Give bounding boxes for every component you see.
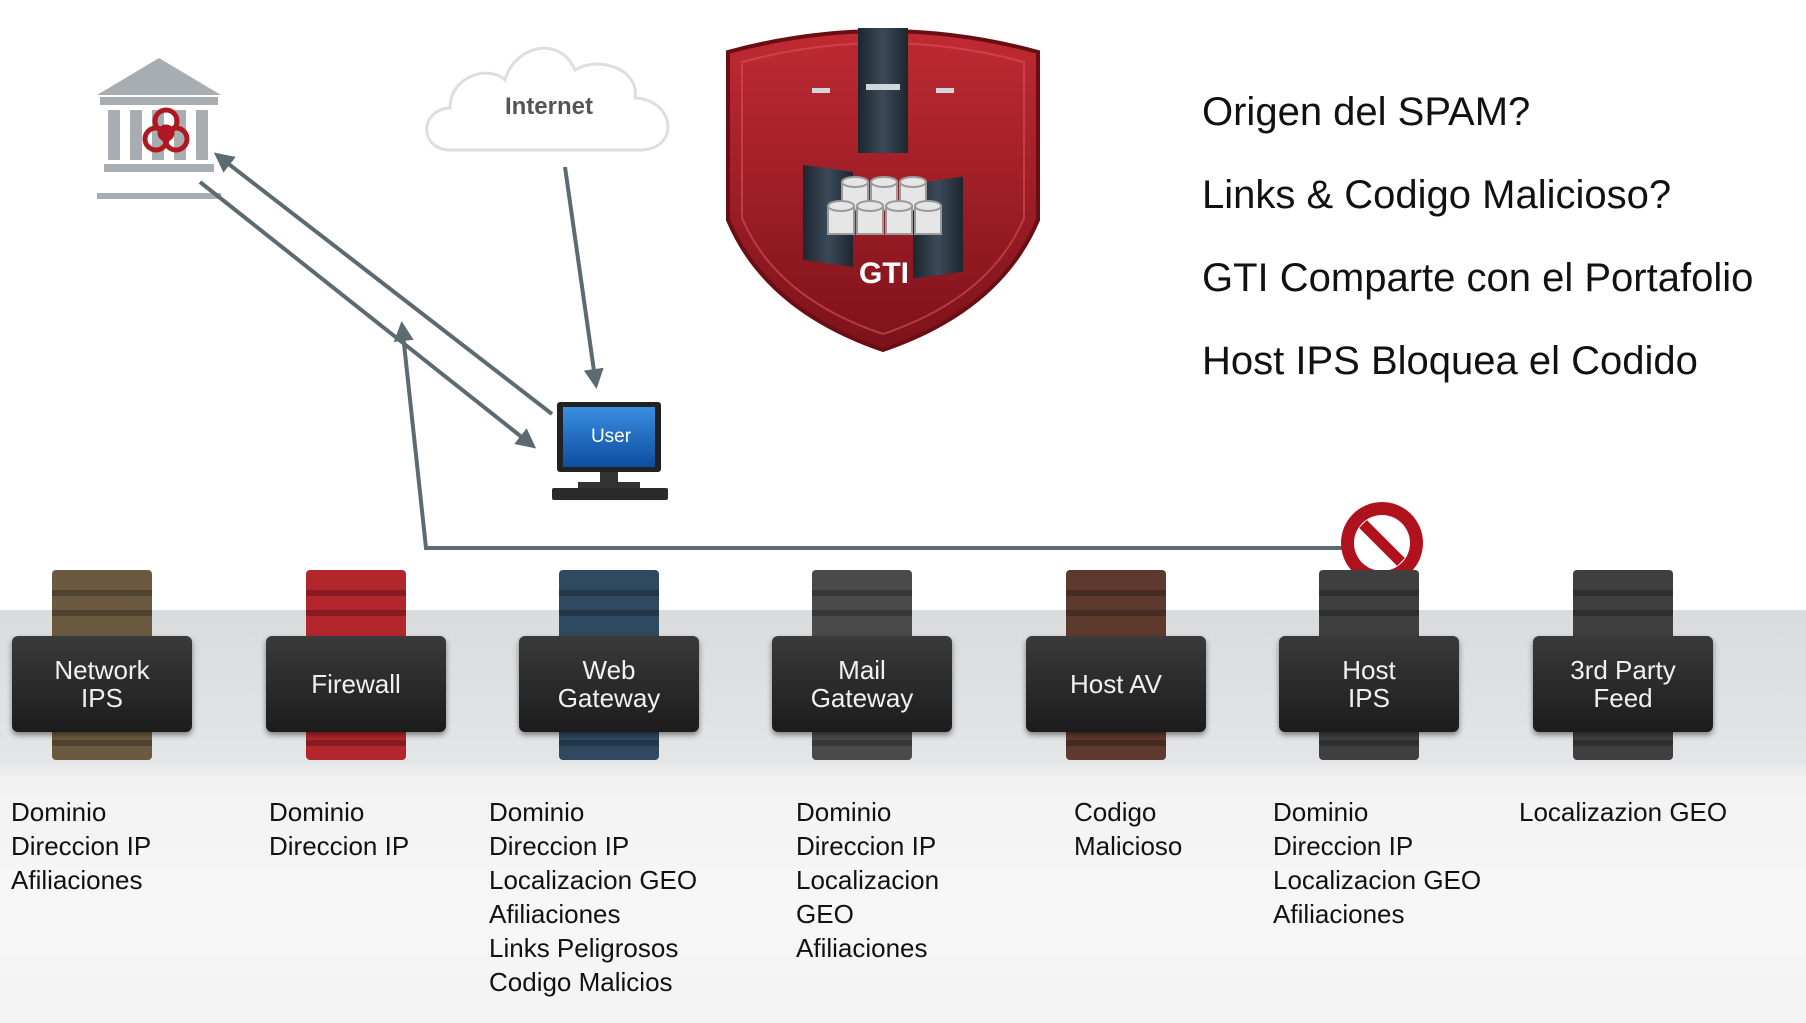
feature-item: Localizacion GEO [796,865,940,929]
feature-item: Dominio [269,797,365,827]
internet-label: Internet [505,93,593,120]
feature-item: Localizazion GEO [1519,797,1728,827]
cloud-icon [425,46,670,152]
feature-item: Dominio [1273,797,1369,827]
question-spam-origin: Origen del SPAM? [1202,90,1531,134]
feature-item: Afiliaciones [11,865,143,895]
device-label-line: Host [1342,655,1396,685]
device-network-ips: Network IPS [12,570,192,760]
device-label-line: Web [582,655,636,685]
host-ips-plate: Host IPS [1279,636,1459,732]
bank-to-user-arrow [198,180,537,449]
feature-item: Direccion IP [489,831,630,861]
host-av-plate: Host AV [1026,636,1206,732]
feature-item: Codigo Malicioso [1074,797,1183,861]
internet-to-user-arrow [563,166,604,389]
feature-item: Afiliaciones [1273,899,1405,929]
user-computer-icon [552,402,668,500]
web-gateway-features: Dominio Direccion IP Localizacion GEO Af… [489,795,697,999]
feature-item: Direccion IP [1273,831,1414,861]
device-host-av: Host AV [1026,570,1206,760]
device-label-line: IPS [81,683,123,713]
feature-item: Localizacion GEO [1273,865,1482,895]
flow-arrows [198,152,1347,550]
feature-item: Dominio [796,797,892,827]
third-party-feed-plate: 3rd Party Feed [1533,636,1713,732]
feature-item: Direccion IP [269,831,410,861]
device-firewall: Firewall [266,570,446,760]
device-web-gateway: Web Gateway [519,570,699,760]
mail-gateway-features: Dominio Direccion IP Localizacion GEO Af… [796,795,966,965]
feature-item: Codigo Malicios [489,967,673,997]
host-av-features: Codigo Malicioso [1074,795,1204,863]
device-label-line: 3rd Party [1570,655,1676,685]
feature-item: Afiliaciones [796,933,928,963]
question-gti-shares: GTI Comparte con el Portafolio [1202,256,1754,300]
gti-shield-icon [726,28,1040,353]
device-label-line: Host AV [1069,669,1162,699]
host-ips-return-arrow [393,321,1347,550]
gti-label: GTI [859,257,909,290]
device-label-line: IPS [1348,683,1390,713]
device-third-party-feed: 3rd Party Feed [1533,570,1713,760]
device-label-line: Gateway [810,683,914,713]
firewall-features: Dominio Direccion IP [269,795,409,863]
biohazard-bank-icon [97,58,221,199]
device-host-ips: Host IPS [1279,570,1459,760]
firewall-plate: Firewall [266,636,446,732]
user-to-bank-arrow [213,152,554,416]
question-malicious-links: Links & Codigo Malicioso? [1202,173,1672,217]
web-gateway-plate: Web Gateway [519,636,699,732]
feature-item: Links Peligrosos [489,933,679,963]
device-label-line: Firewall [311,669,401,699]
feature-item: Direccion IP [11,831,152,861]
device-label-line: Mail [838,655,886,685]
host-ips-features: Dominio Direccion IP Localizacion GEO Af… [1273,795,1481,931]
feature-item: Afiliaciones [489,899,621,929]
question-host-ips-blocks: Host IPS Bloquea el Codido [1202,339,1698,383]
network-ips-features: Dominio Direccion IP Afiliaciones [11,795,151,897]
device-mail-gateway: Mail Gateway [772,570,952,760]
mail-gateway-plate: Mail Gateway [772,636,952,732]
device-label-line: Gateway [557,683,661,713]
device-label-line: Network [54,655,150,685]
no-entry-icon [1341,502,1423,600]
feature-item: Direccion IP [796,831,937,861]
feature-item: Dominio [489,797,585,827]
user-label: User [591,426,632,447]
feature-item: Dominio [11,797,107,827]
feature-item: Localizacion GEO [489,865,698,895]
third-party-feed-features: Localizazion GEO [1519,795,1727,829]
network-ips-plate: Network IPS [12,636,192,732]
device-label-line: Feed [1593,683,1653,713]
